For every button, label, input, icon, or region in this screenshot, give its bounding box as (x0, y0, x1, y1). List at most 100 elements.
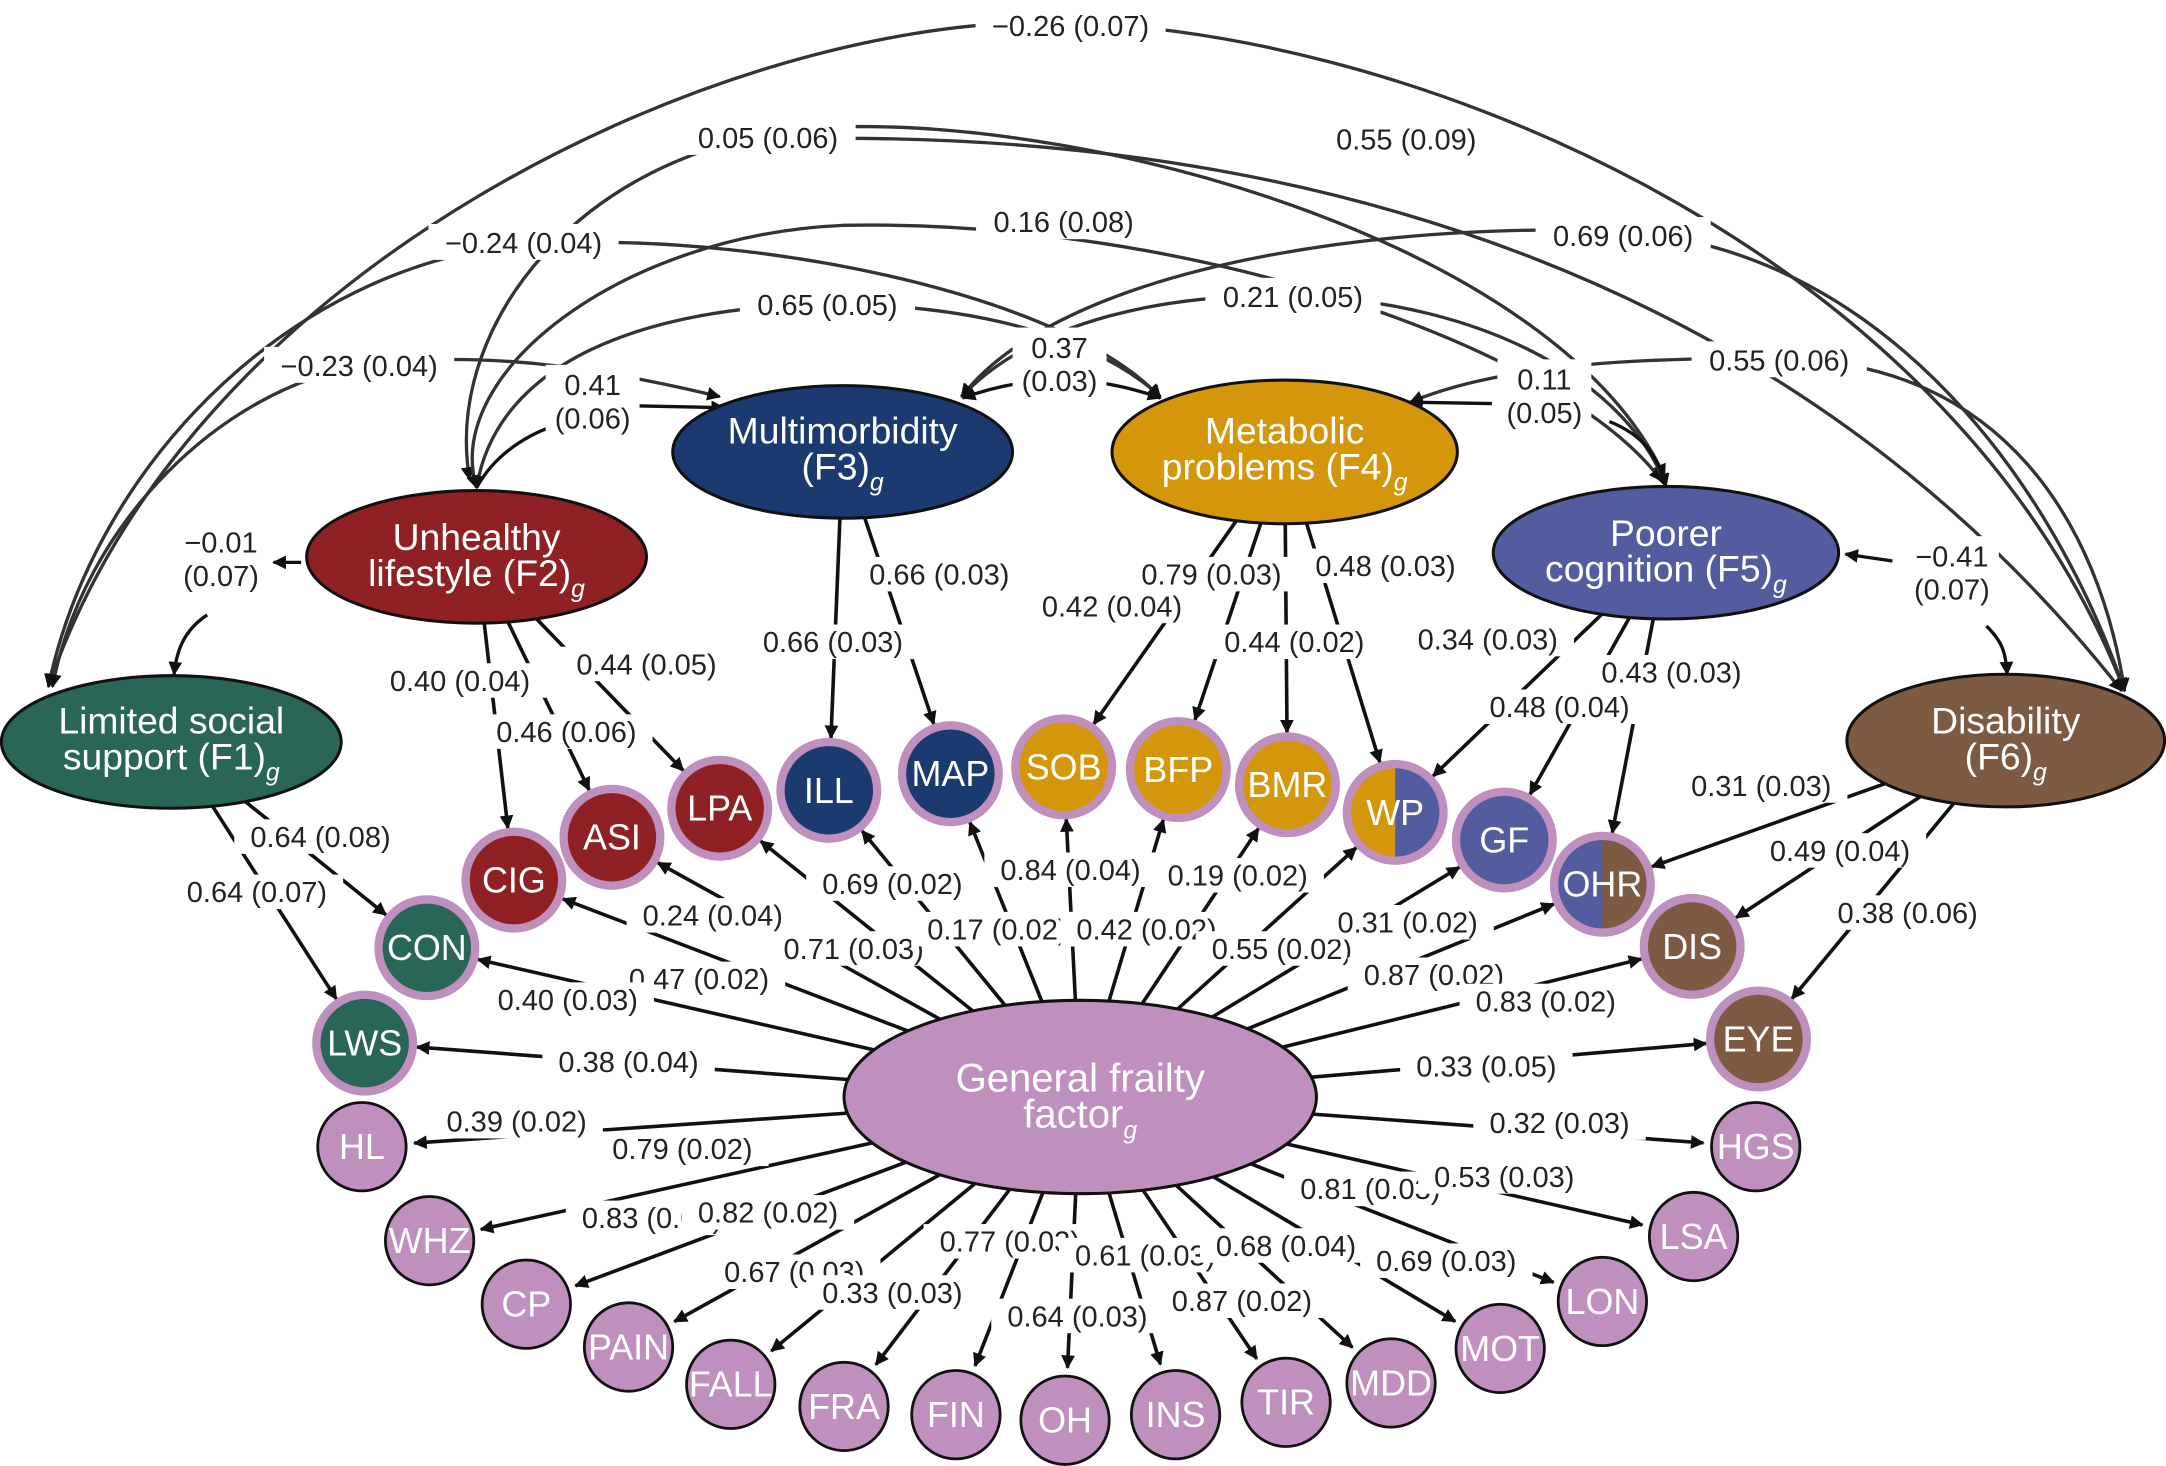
general-loading-label: 0.17 (0.02) (927, 915, 1067, 947)
general-loading-arrow (476, 955, 875, 1052)
general-loading-label: 0.32 (0.03) (1489, 1108, 1629, 1140)
indicator-label: FALL (689, 1364, 773, 1405)
indicator-label: FRA (808, 1386, 880, 1427)
general-loading-arrow (1060, 817, 1078, 1001)
indicator-node-lon: LON (1556, 1255, 1648, 1348)
label-backdrop (1691, 341, 1867, 378)
indicator-node-con: CON (374, 895, 480, 1001)
general-loading-label: 0.33 (0.03) (822, 1278, 962, 1310)
general-loading-label: 0.77 (0.03) (940, 1227, 1080, 1259)
indicator-node-lpa: LPA (667, 755, 773, 861)
factor-loading-label: 0.64 (0.08) (250, 822, 390, 854)
correlation-label: (0.07) (183, 561, 259, 593)
label-backdrop (481, 982, 654, 1017)
factor-title: Limited social (58, 700, 284, 742)
label-backdrop (545, 364, 640, 434)
indicator-node-eye: EYE (1706, 986, 1811, 1092)
label-backdrop (976, 203, 1152, 240)
factor-node-multimorbidity (671, 384, 1015, 520)
general-loading-label: 0.39 (0.02) (447, 1107, 587, 1139)
indicator-node-fin: FIN (910, 1369, 1002, 1461)
indicator-node-pain: PAIN (582, 1301, 675, 1393)
factor-loading-label: 0.34 (0.03) (1418, 624, 1558, 656)
correlation-arrow (1608, 419, 1670, 488)
correlation-arrow (1844, 549, 1893, 563)
general-loading-arrow (1176, 846, 1358, 1011)
correlation-label: −0.01 (184, 528, 257, 560)
indicator-label: CON (387, 927, 467, 968)
indicator-label: BFP (1143, 749, 1213, 790)
indicator-node-whz: WHZ (384, 1195, 476, 1287)
correlation-label: 0.37 (1031, 333, 1087, 365)
factor-loading-label: 0.49 (0.04) (1770, 836, 1910, 868)
correlation-label: (0.07) (1914, 575, 1990, 607)
label-backdrop (560, 646, 733, 682)
indicator-label: MOT (1460, 1328, 1540, 1369)
label-backdrop (975, 7, 1166, 44)
label-backdrop (1400, 1048, 1573, 1084)
indicator-node-asi: ASI (559, 784, 665, 890)
factor-loading-label: 0.48 (0.03) (1315, 551, 1455, 583)
correlation-label: 0.41 (564, 370, 620, 402)
indicator-node-mdd: MDD (1345, 1337, 1437, 1429)
label-backdrop (984, 852, 1157, 888)
factor-loading-label: 0.48 (0.04) (1489, 692, 1629, 724)
indicator-node-wp: WP (1342, 759, 1448, 865)
factor-title: Metabolic (1205, 410, 1365, 452)
indicator-label: SOB (1026, 746, 1102, 787)
indicator-node-lsa: LSA (1647, 1190, 1740, 1283)
general-loading-arrow (1175, 1184, 1354, 1349)
general-loading-label: 0.69 (0.02) (822, 869, 962, 901)
factor-title: support (F1)g (63, 736, 280, 787)
indicator-label: WP (1366, 792, 1424, 833)
label-backdrop (911, 911, 1084, 947)
factor-loading-label: 0.66 (0.03) (763, 627, 903, 659)
correlation-label: −0.41 (1915, 542, 1988, 574)
indicator-label: MDD (1350, 1362, 1432, 1403)
general-loading-arrow (673, 1173, 941, 1324)
indicator-label: CP (501, 1284, 551, 1325)
indicator-label: LWS (327, 1023, 402, 1064)
label-backdrop (1318, 120, 1494, 157)
general-loading-label: 0.83 (0.02) (1476, 986, 1616, 1018)
correlation-label: 0.69 (0.06) (1553, 221, 1693, 253)
correlation-arrow (168, 613, 209, 676)
indicator-label: HGS (1717, 1126, 1795, 1167)
factor-title: problems (F4)g (1162, 446, 1408, 497)
label-backdrop (680, 118, 856, 155)
indicator-node-hgs: HGS (1710, 1101, 1802, 1193)
label-backdrop (1125, 556, 1298, 592)
label-backdrop (746, 624, 920, 660)
indicator-node-oh: OH (1019, 1374, 1111, 1466)
factor-loading-label: 0.64 (0.07) (187, 877, 327, 909)
label-backdrop (1535, 217, 1711, 253)
correlation-label: (0.03) (1022, 366, 1098, 398)
factor-loading-label: 0.40 (0.04) (390, 666, 530, 698)
label-backdrop (1401, 621, 1574, 657)
correlation-label: −0.23 (0.04) (281, 351, 438, 383)
factor-title: Unhealthy (393, 516, 561, 558)
label-backdrop (853, 556, 1026, 592)
indicator-label: EYE (1723, 1018, 1795, 1059)
general-loading-arrow (1107, 1192, 1164, 1366)
label-backdrop (430, 1103, 603, 1139)
factor-node-poorer-cognition (1491, 484, 1841, 621)
label-backdrop (1360, 1243, 1533, 1278)
indicator-label: PAIN (588, 1326, 669, 1367)
factor-loading-label: 0.44 (0.02) (1224, 627, 1364, 659)
label-backdrop (1473, 1105, 1646, 1140)
correlation-label: −0.24 (0.04) (445, 228, 602, 260)
general-loading-arrow (1107, 818, 1167, 1002)
factor-node-limited-social-support (0, 674, 343, 810)
general-loading-label: 0.81 (0.03) (1300, 1174, 1440, 1206)
indicator-label: DIS (1662, 926, 1722, 967)
correlation-label: 0.05 (0.06) (698, 123, 838, 155)
correlation-label: −0.26 (0.07) (992, 11, 1149, 43)
indicator-node-lws: LWS (312, 990, 418, 1096)
label-backdrop (626, 898, 799, 933)
indicator-node-dis: DIS (1639, 893, 1745, 999)
indicator-label: LSA (1660, 1216, 1728, 1257)
general-loading-arrow (479, 1141, 873, 1234)
factor-loading-label: 0.43 (0.03) (1601, 658, 1741, 690)
